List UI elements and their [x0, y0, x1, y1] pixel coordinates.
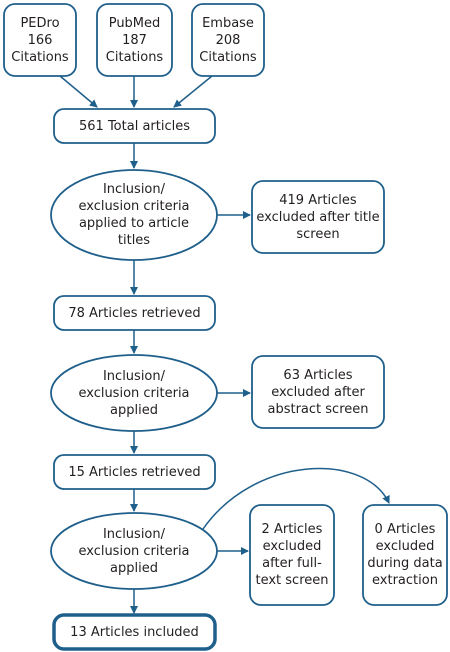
criteria-label-3: Inclusion/ exclusion criteria applied [78, 526, 190, 576]
excluded-extraction-label: 0 Articles excluded during data extracti… [367, 522, 443, 588]
included-box [52, 613, 217, 651]
retrieved-label-1: 78 Articles retrieved [68, 305, 201, 321]
excluded-abstract-label: 63 Articles excluded after abstract scre… [267, 367, 369, 417]
source-label-embase: Embase 208 Citations [199, 15, 257, 65]
excluded-fulltext-label: 2 Articles excluded after full- text scr… [255, 522, 329, 588]
arrow-pedro-to-total [59, 75, 98, 108]
excluded-fulltext-box [249, 504, 335, 606]
excluded-extraction-box [362, 504, 448, 606]
criteria-label-2: Inclusion/ exclusion criteria applied [78, 368, 190, 418]
excluded-title-label: 419 Articles excluded after title screen [256, 192, 380, 242]
source-label-pedro: PEDro 166 Citations [11, 15, 69, 65]
included-label: 13 Articles included [70, 624, 199, 640]
arrow-criteria3-to-excluded-extraction [202, 467, 390, 530]
excluded-title-box [251, 180, 385, 254]
arrow-embase-to-total [173, 75, 213, 108]
source-box-embase [191, 3, 265, 77]
source-box-pedro [3, 3, 77, 77]
excluded-abstract-box [251, 355, 385, 429]
criteria-label-1: Inclusion/ exclusion criteria applied to… [78, 182, 190, 248]
source-label-pubmed: PubMed 187 Citations [105, 15, 164, 65]
total-articles-label: 561 Total articles [79, 118, 190, 134]
retrieved-label-2: 15 Articles retrieved [68, 464, 201, 480]
